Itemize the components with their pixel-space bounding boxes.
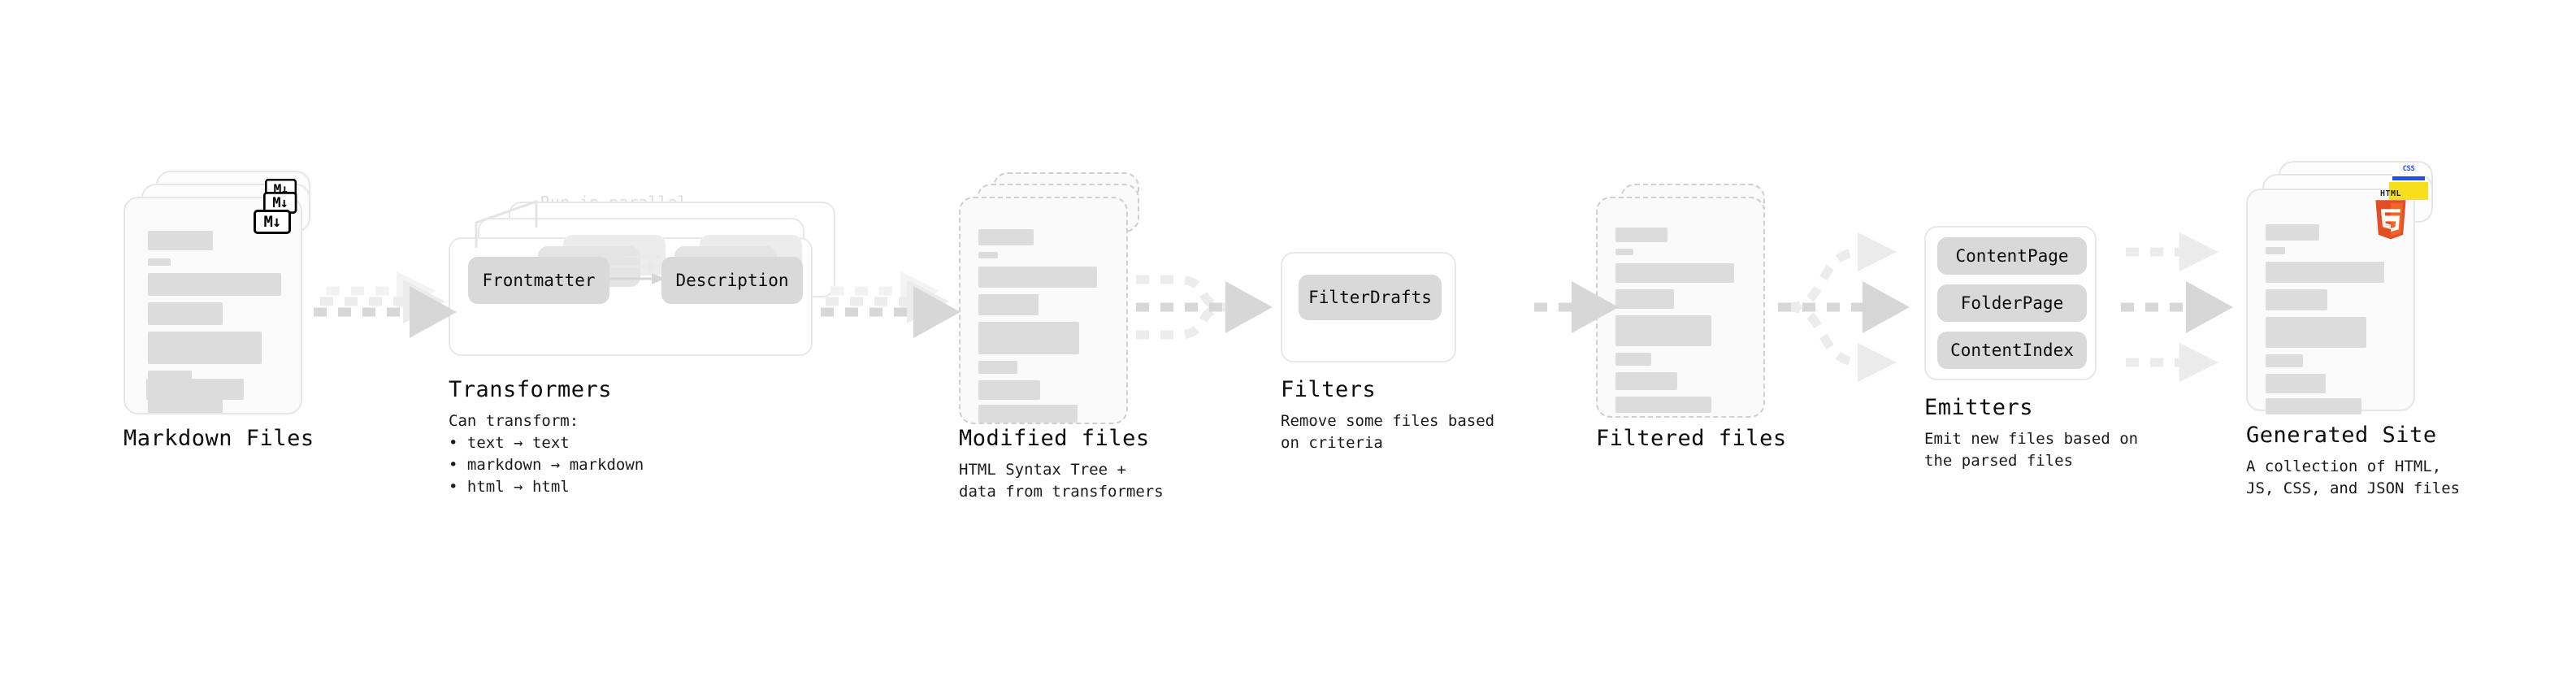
- skeleton-line: [2266, 317, 2366, 348]
- skeleton-line: [2266, 398, 2361, 414]
- generated-site-title: Generated Site: [2246, 423, 2437, 448]
- transformers-desc: Can transform: • text → text • markdown …: [449, 412, 644, 496]
- filtered-files-card-stack: [1596, 184, 1799, 419]
- emitter-pill-contentpage[interactable]: ContentPage: [1937, 237, 2087, 275]
- arrow-markdown-to-transformers: [314, 271, 457, 338]
- markdown-files-card-stack: M↓ M↓ M↓: [124, 171, 327, 414]
- filtered-files-title: Filtered files: [1596, 426, 1787, 451]
- skeleton-line: [1615, 372, 1677, 390]
- skeleton-line: [146, 379, 244, 400]
- filtered-files-sheet-front: [1596, 197, 1765, 418]
- skeleton-line: [148, 258, 171, 266]
- skeleton-line: [148, 332, 262, 364]
- transformer-pill-frontmatter[interactable]: Frontmatter: [468, 257, 609, 304]
- skeleton-line: [1615, 397, 1711, 413]
- arrow-emitters-to-site: [2121, 232, 2233, 382]
- skeleton-line: [978, 252, 998, 258]
- filters-title: Filters: [1281, 377, 1377, 402]
- html5-icon: HTML: [2373, 189, 2409, 241]
- html5-label: HTML: [2379, 189, 2402, 198]
- emitters-group-box: ContentPage FolderPage ContentIndex: [1924, 226, 2097, 380]
- skeleton-line: [2266, 374, 2326, 393]
- transformer-inner-arrows: [603, 252, 665, 284]
- skeleton-line: [148, 302, 223, 325]
- skeleton-line: [148, 231, 213, 250]
- emitter-pill-contentindex[interactable]: ContentIndex: [1937, 332, 2087, 369]
- css-badge-icon: CSS: [2392, 165, 2425, 180]
- skeleton-line: [1615, 315, 1711, 346]
- skeleton-line: [1615, 289, 1674, 309]
- modified-files-title: Modified files: [959, 426, 1150, 451]
- markdown-files-title: Markdown Files: [124, 426, 314, 451]
- skeleton-line: [2266, 247, 2285, 254]
- filters-group-box: FilterDrafts: [1281, 252, 1456, 362]
- js-badge-icon: [2389, 182, 2428, 200]
- skeleton-line: [2266, 224, 2319, 241]
- skeleton-line: [1615, 249, 1633, 255]
- skeleton-line: [148, 273, 281, 296]
- skeleton-line: [2266, 289, 2327, 310]
- modified-files-sheet-front: [959, 197, 1128, 424]
- skeleton-line: [978, 322, 1079, 354]
- filters-desc: Remove some files based on criteria: [1281, 412, 1495, 452]
- skeleton-line: [978, 294, 1039, 315]
- generated-site-card-stack: CSS HTML: [2246, 161, 2457, 414]
- skeleton-line: [978, 361, 1017, 374]
- skeleton-line: [978, 267, 1097, 288]
- markdown-badge-icon: M↓: [254, 210, 291, 234]
- skeleton-line: [1615, 228, 1667, 242]
- filter-pill-filterdrafts[interactable]: FilterDrafts: [1299, 275, 1442, 320]
- skeleton-line: [978, 405, 1078, 423]
- skeleton-line: [1615, 353, 1651, 366]
- transformers-title: Transformers: [449, 377, 613, 402]
- transformer-pill-description[interactable]: Description: [661, 257, 803, 304]
- emitters-desc: Emit new files based on the parsed files: [1924, 430, 2139, 470]
- emitters-title: Emitters: [1924, 395, 2034, 420]
- skeleton-line: [2266, 354, 2303, 367]
- css-badge-label: CSS: [2402, 165, 2415, 173]
- css-badge-bar: [2392, 176, 2425, 180]
- transformers-group-stack: Frontmatter Description: [449, 202, 839, 364]
- generated-site-sheet-front: [2246, 189, 2415, 414]
- arrow-transformers-to-modified: [821, 271, 961, 338]
- skeleton-line: [978, 380, 1040, 400]
- skeleton-line: [1615, 263, 1734, 283]
- modified-files-card-stack: [959, 172, 1170, 424]
- skeleton-line: [978, 229, 1034, 245]
- modified-files-desc: HTML Syntax Tree + data from transformer…: [959, 461, 1164, 501]
- emitter-pill-folderpage[interactable]: FolderPage: [1937, 284, 2087, 322]
- generated-site-desc: A collection of HTML, JS, CSS, and JSON …: [2246, 458, 2461, 497]
- skeleton-line: [2266, 262, 2384, 283]
